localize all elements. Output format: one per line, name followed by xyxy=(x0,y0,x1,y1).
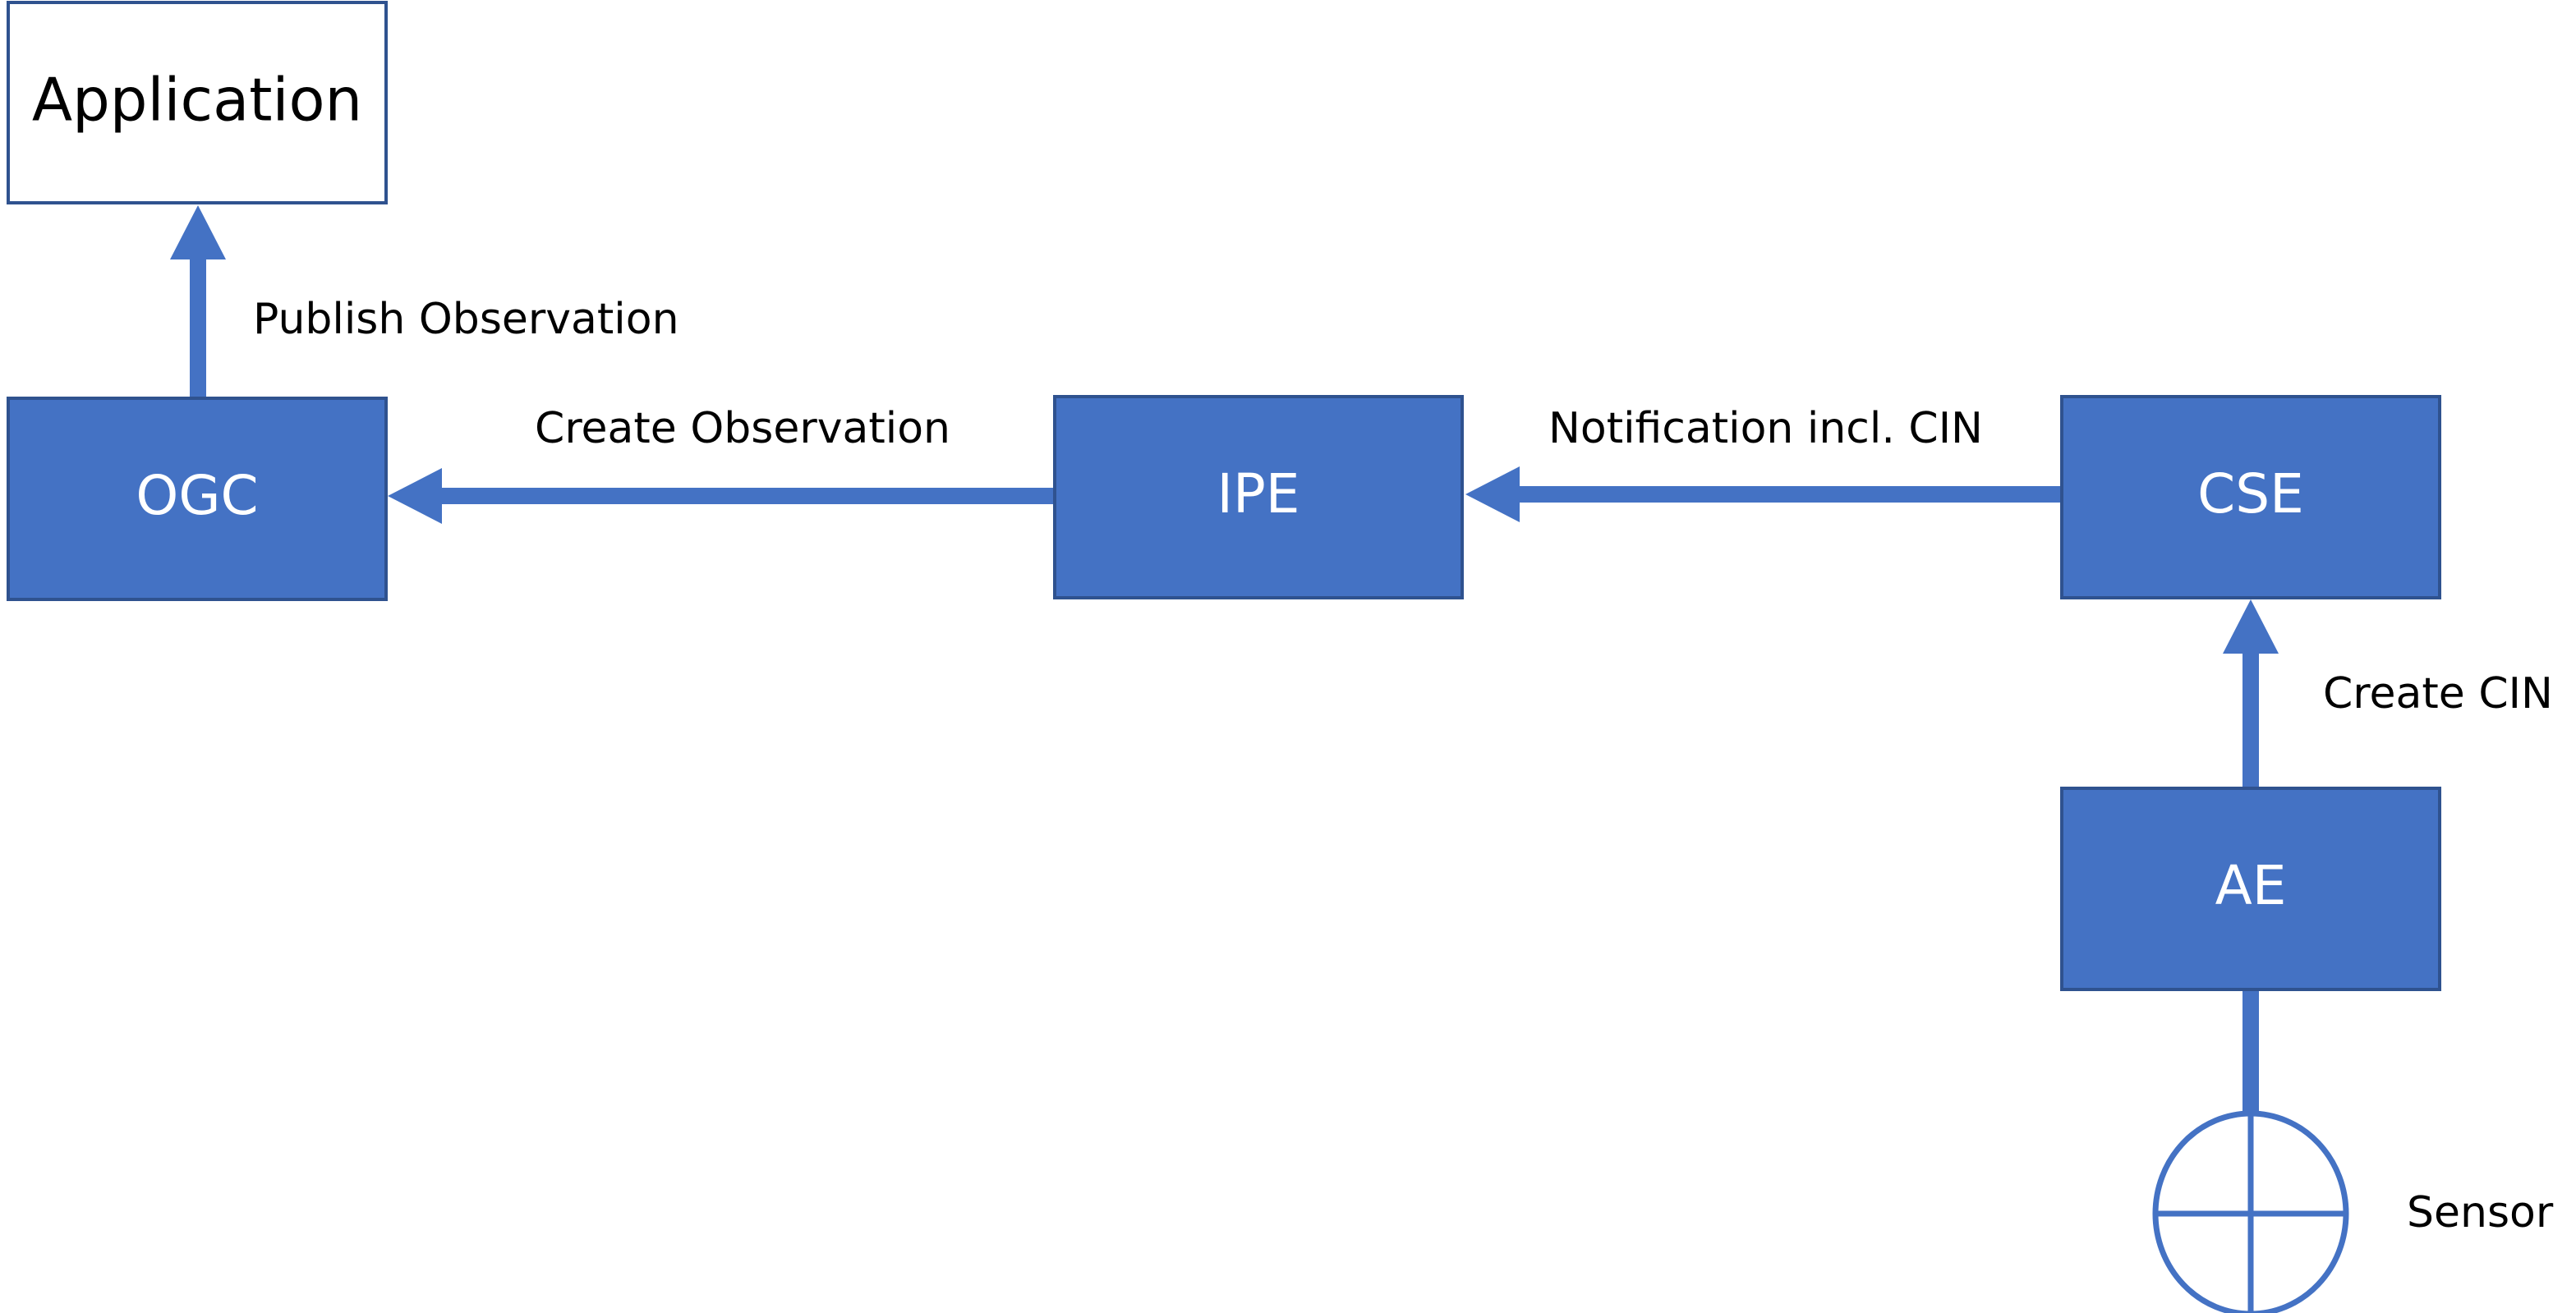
create-cin-arrow xyxy=(2223,599,2279,787)
ipe-label: IPE xyxy=(1217,462,1300,526)
sensor-label: Sensor xyxy=(2407,1188,2554,1237)
application-node[interactable]: Application xyxy=(7,1,388,204)
create-observation-label: Create Observation xyxy=(535,404,950,453)
create-cin-label: Create CIN xyxy=(2323,669,2553,718)
ogc-label: OGC xyxy=(136,464,258,527)
create-observation-arrow xyxy=(388,468,1053,524)
ogc-node[interactable]: OGC xyxy=(7,397,388,601)
publish-observation-arrow xyxy=(170,205,226,399)
ipe-node[interactable]: IPE xyxy=(1053,395,1464,599)
notification-label: Notification incl. CIN xyxy=(1548,404,1983,453)
cse-node[interactable]: CSE xyxy=(2060,395,2441,599)
notification-arrow xyxy=(1465,466,2062,522)
application-label: Application xyxy=(32,66,362,135)
sensor-connector xyxy=(2242,991,2259,1114)
publish-observation-label: Publish Observation xyxy=(253,295,679,344)
ae-label: AE xyxy=(2215,854,2287,917)
sensor-node[interactable] xyxy=(2152,1110,2349,1313)
ae-node[interactable]: AE xyxy=(2060,787,2441,991)
cse-label: CSE xyxy=(2197,462,2304,526)
